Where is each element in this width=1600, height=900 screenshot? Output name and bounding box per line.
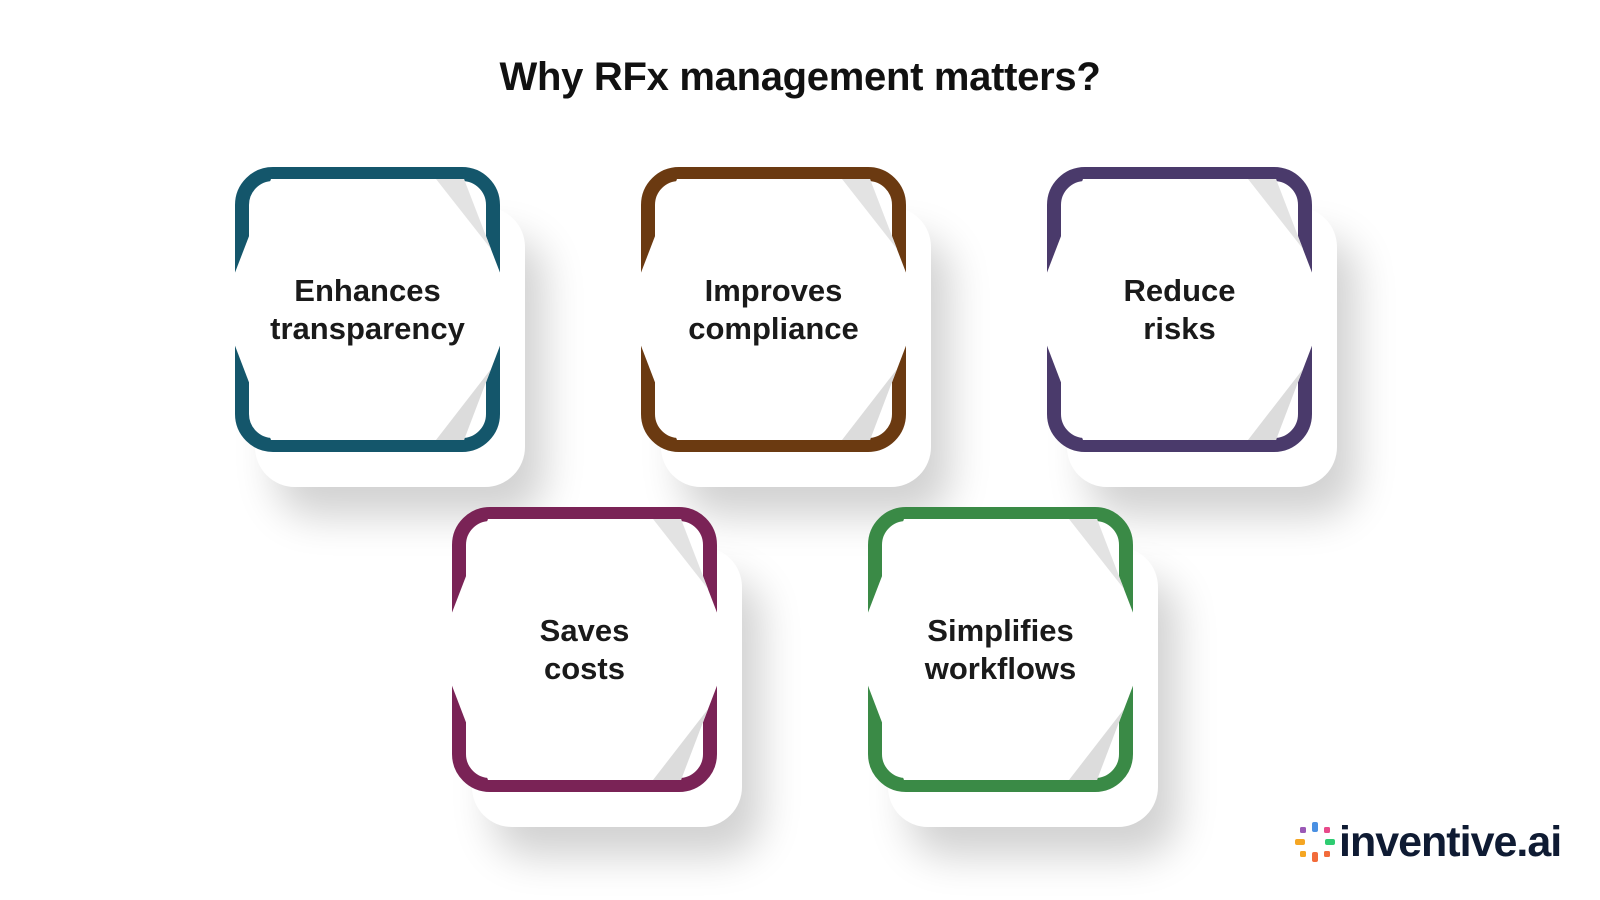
card-reduce-risks: Reduce risks <box>1033 167 1326 452</box>
card-improves-compliance: Improves compliance <box>627 167 920 452</box>
card-label: Simplifies workflows <box>924 612 1077 686</box>
card-simplifies-workflows: Simplifies workflows <box>854 507 1147 792</box>
card-saves-costs: Saves costs <box>438 507 731 792</box>
card-label: Enhances transparency <box>270 272 465 346</box>
card-enhances-transparency: Enhances transparency <box>221 167 514 452</box>
card-label: Improves compliance <box>688 272 859 346</box>
hexagon-shape <box>1033 179 1326 440</box>
card-label: Reduce risks <box>1123 272 1236 346</box>
page-title: Why RFx management matters? <box>499 55 1101 99</box>
inventive-logo-icon <box>1295 822 1335 862</box>
hexagon-shape <box>854 519 1147 780</box>
logo-wordmark: inventive.ai <box>1339 818 1562 866</box>
hexagon-shape <box>221 179 514 440</box>
card-label: Saves costs <box>539 612 630 686</box>
inventive-logo: inventive.ai <box>1293 817 1583 867</box>
hexagon-shape <box>438 519 731 780</box>
hexagon-shape <box>627 179 920 440</box>
